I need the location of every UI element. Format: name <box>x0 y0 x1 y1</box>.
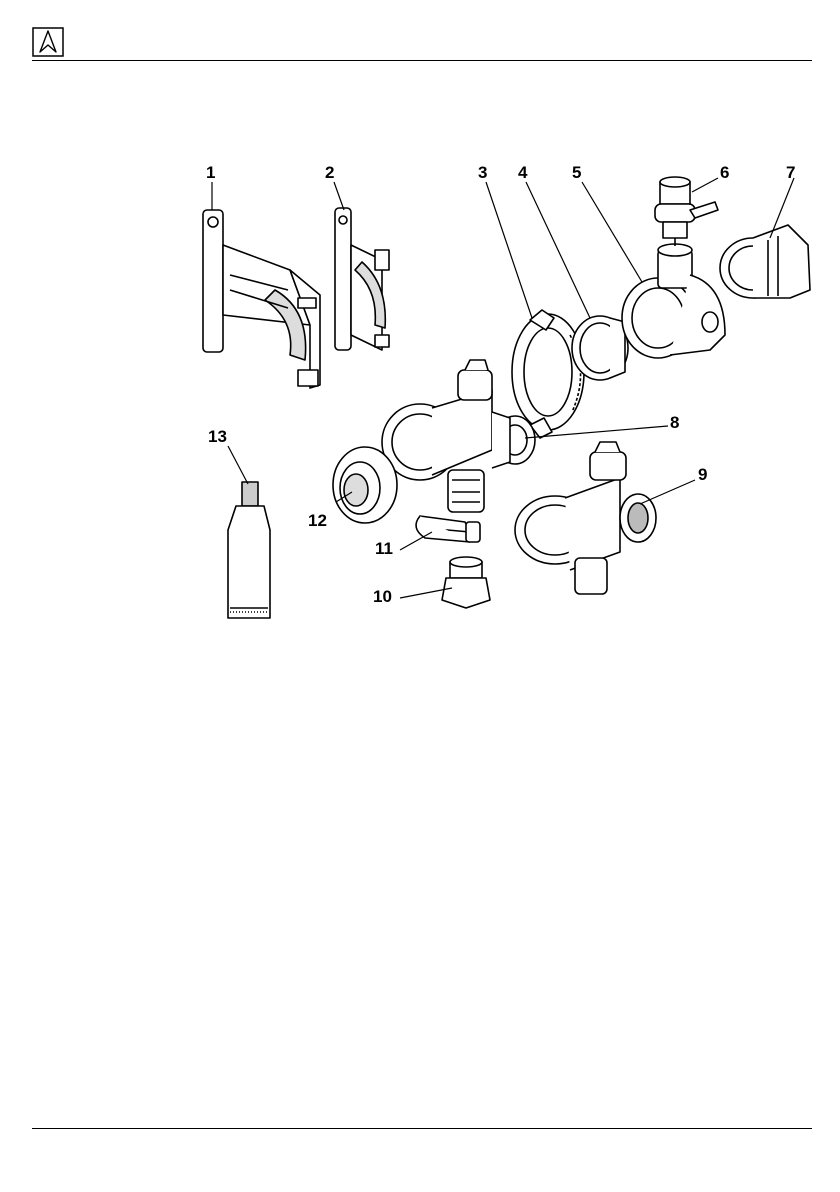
exploded-parts-drawing <box>170 150 830 640</box>
leader-lines <box>212 178 794 598</box>
part-13-grease-tube <box>228 482 270 618</box>
callout-8: 8 <box>670 414 679 431</box>
callout-2: 2 <box>325 164 334 181</box>
part-6-ball-valve <box>655 177 718 246</box>
part-1-mounting-bracket <box>203 210 320 388</box>
part-9-valve-body <box>515 442 656 594</box>
parts-illustration: 1 2 3 4 5 6 7 8 9 10 11 12 13 <box>170 150 830 640</box>
callout-4: 4 <box>518 164 527 181</box>
callout-5: 5 <box>572 164 581 181</box>
footer-rule <box>32 1128 812 1129</box>
header-rule <box>32 60 812 61</box>
callout-10: 10 <box>373 588 392 605</box>
part-5-valve-housing <box>622 244 725 358</box>
callout-9: 9 <box>698 466 707 483</box>
header-logo <box>32 27 66 57</box>
hazard-triangle-logo-icon <box>32 27 66 57</box>
callout-3: 3 <box>478 164 487 181</box>
callout-6: 6 <box>720 164 729 181</box>
callout-7: 7 <box>786 164 795 181</box>
part-12-cover-cap <box>333 447 397 523</box>
part-4-seal-ring <box>572 316 628 380</box>
callout-11: 11 <box>375 540 393 557</box>
part-11-pipe-clip <box>416 516 480 542</box>
callout-1: 1 <box>206 164 215 181</box>
part-2-mounting-bracket <box>335 208 389 350</box>
callout-13: 13 <box>208 428 227 445</box>
part-7-threaded-union <box>720 225 810 298</box>
part-10-pipe-nut <box>442 557 490 608</box>
callout-12: 12 <box>308 512 327 529</box>
